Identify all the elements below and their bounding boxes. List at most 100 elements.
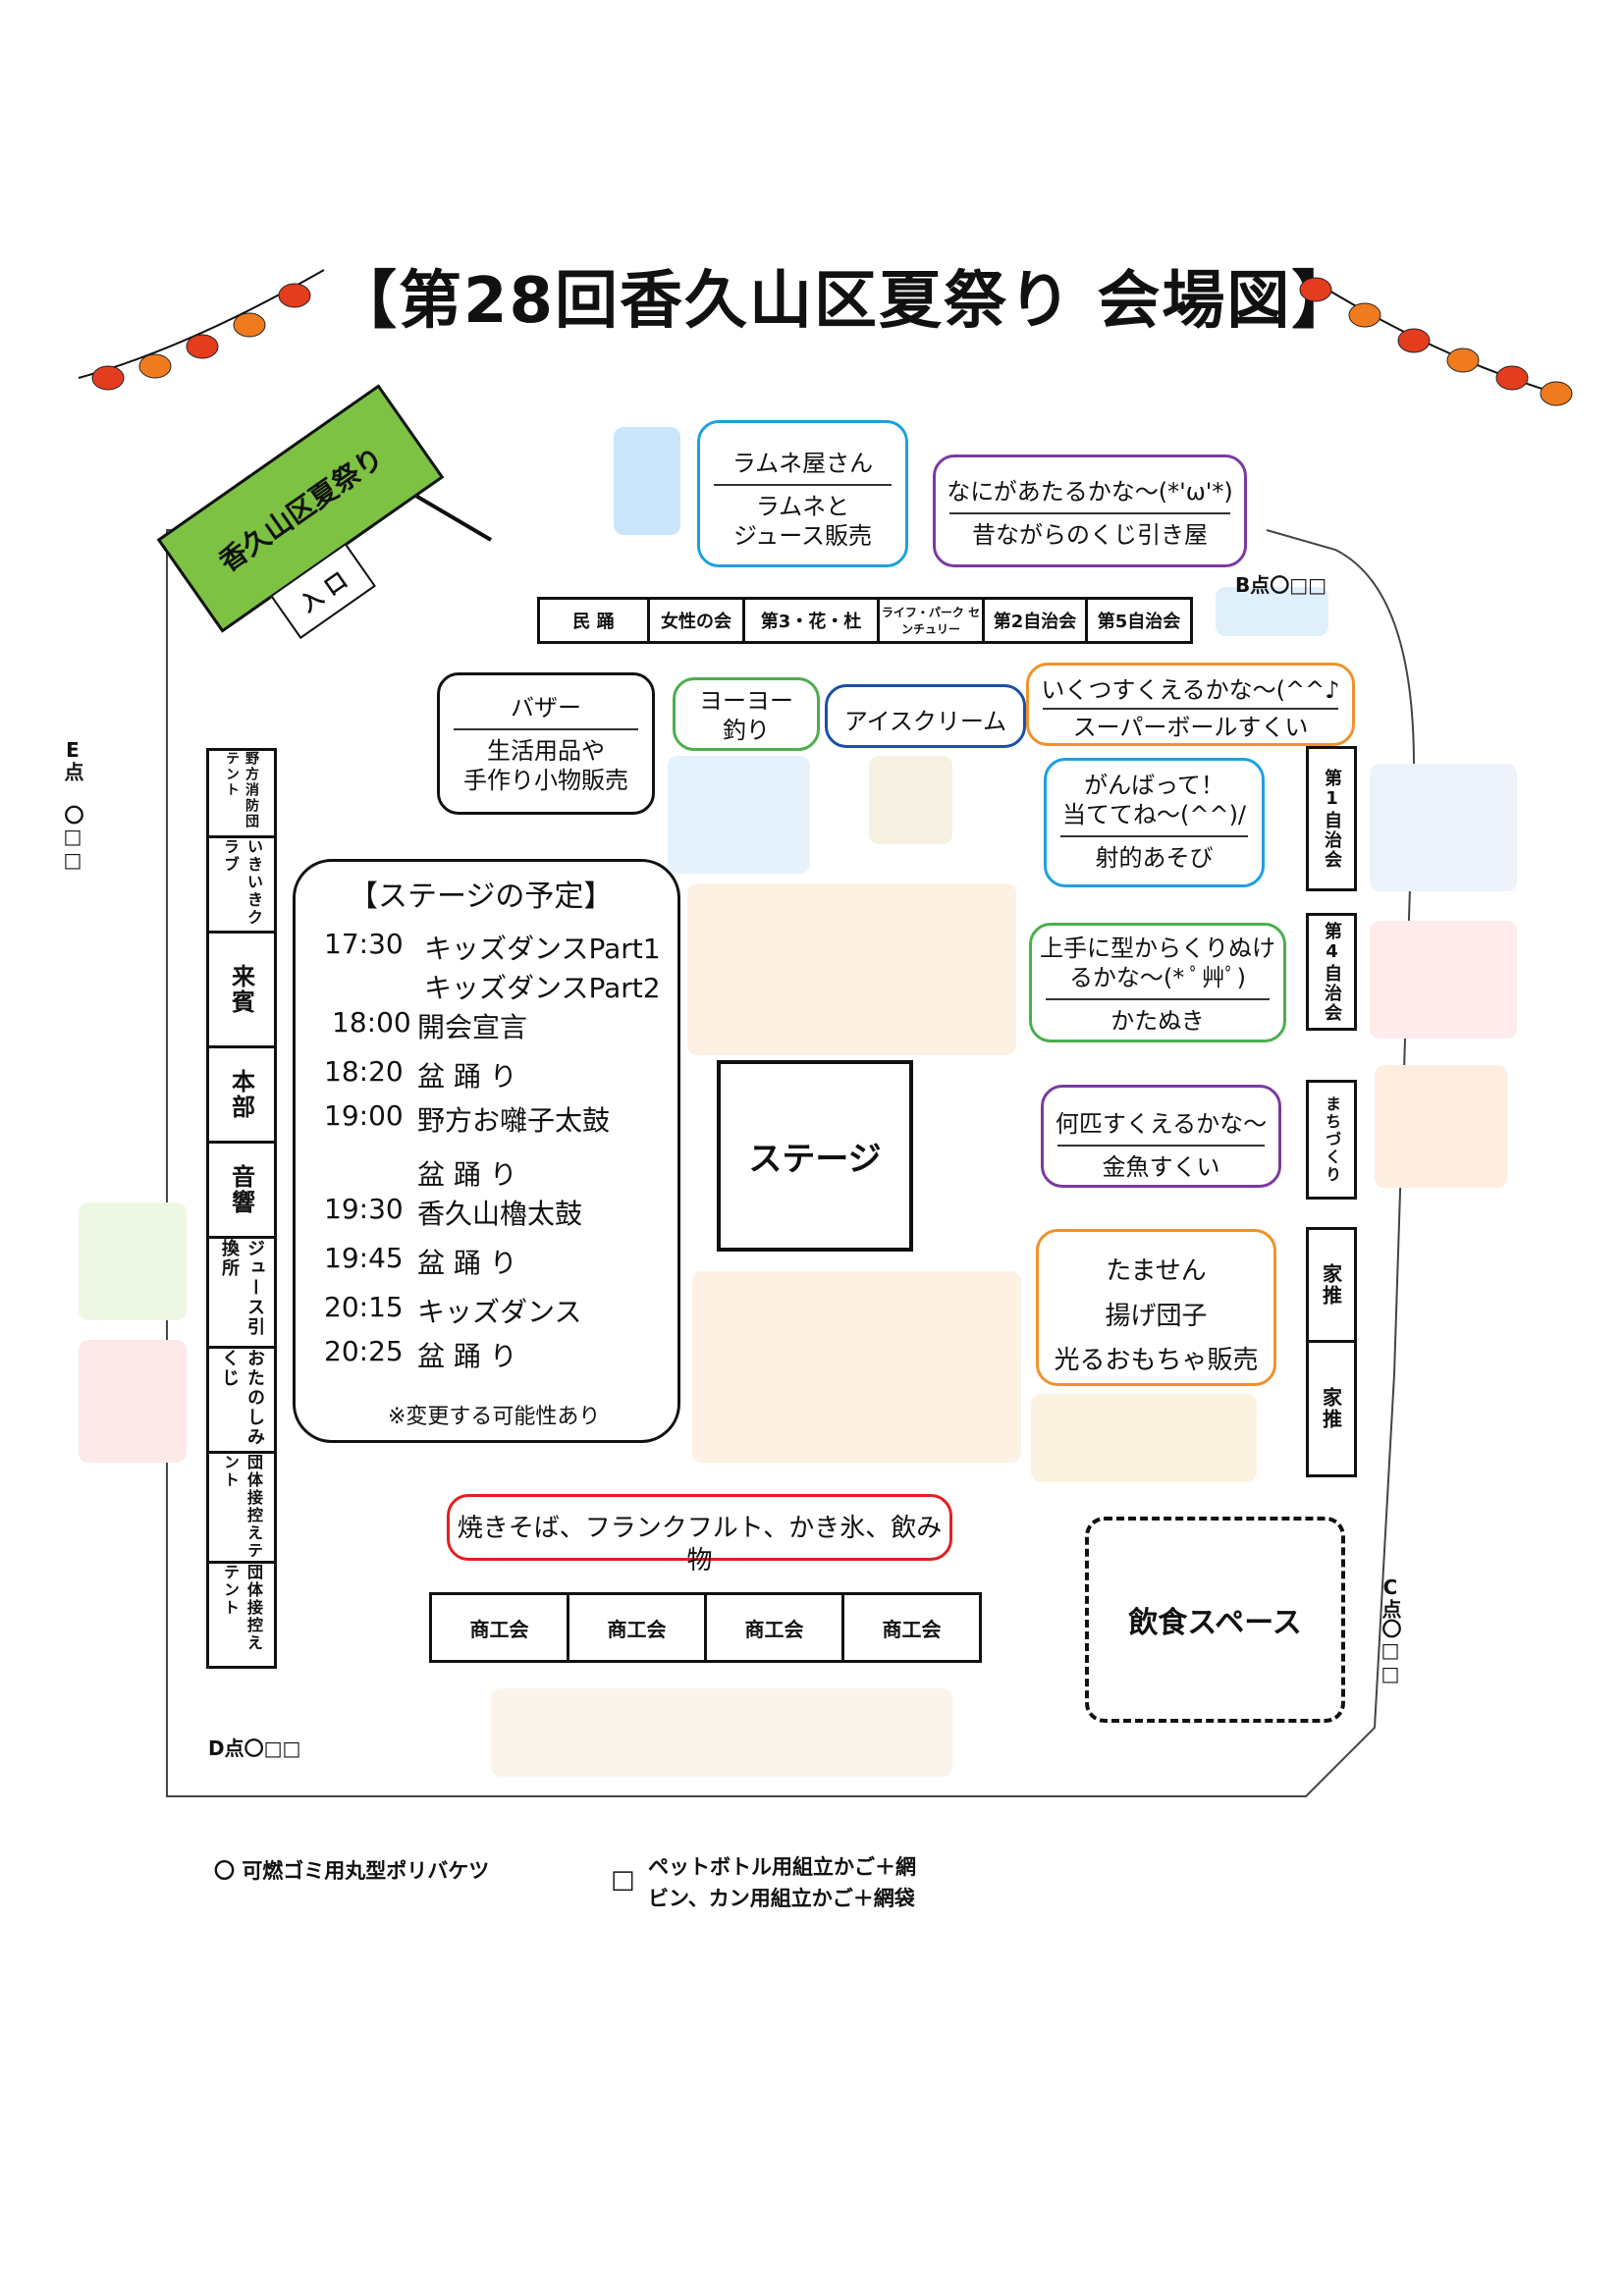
schedule-time: 18:00 [332,1006,411,1039]
booth-dai1[interactable]: 第1自治会 [1306,746,1357,891]
schedule-event: 野方お囃子太鼓 [417,1104,611,1137]
bubble-shateki-body: 射的あそび [1095,844,1214,872]
point-b: B点〇□□ [1235,573,1327,597]
booth-josei[interactable]: 女性の会 [647,597,745,644]
bubble-superball-title: いくつすくえるかな〜(^^♪ [1041,676,1340,704]
bubble-kingyo-title: 何匹すくえるかな〜 [1055,1110,1268,1138]
booth-dantai-1[interactable]: 団体接控えテント [206,1451,277,1564]
booth-juice[interactable]: ジュース引換所 [206,1236,277,1349]
tamasen-icon [1031,1394,1257,1482]
schedule-event: 盆 踊 り [417,1247,517,1279]
schedule-time: 19:30 [324,1193,404,1225]
schedule-event: 盆 踊 り [417,1158,517,1191]
booth-onkyo[interactable]: 音響 [206,1141,277,1239]
schedule-heading: 【ステージの予定】 [349,880,614,914]
schedule-time: 19:00 [324,1099,404,1132]
stage-schedule [293,859,680,1443]
left-booth-column: 野方消防団テント いきいきクラブ 来賓 本部 音響 ジュース引換所 おたのしみく… [206,748,277,1669]
booth-minyo[interactable]: 民 踊 [537,597,650,644]
booth-lifepark[interactable]: ライフ・パーク センチュリー [877,597,985,644]
square-icon: □ [611,1865,635,1895]
bubble-katanuki-body: かたぬき [1110,1007,1205,1035]
bubble-bazaar-body: 生活用品や 手作り小物販売 [463,737,628,794]
bubble-kingyo: 何匹すくえるかな〜 金魚すくい [1041,1085,1281,1188]
schedule-time: 17:30 [324,928,404,960]
bubble-kuji-title: なにがあたるかな〜(*'ω'*) [947,478,1233,506]
bubble-food: 焼きそば、フランクフルト、かき氷、飲み物 [447,1494,952,1575]
legend-square-line2: ビン、カン用組立かご＋網袋 [648,1887,915,1910]
schedule-event: キッズダンスPart2 [424,972,661,1004]
booth-dantai-2[interactable]: 団体接控えテント [206,1561,277,1669]
juice-bottles-icon [79,1202,187,1320]
booth-kasui-1[interactable]: 家推 [1306,1227,1357,1343]
booth-dai4[interactable]: 第4自治会 [1306,913,1357,1031]
booth-shobodan[interactable]: 野方消防団テント [206,748,277,838]
lantern-garland-right-icon [1295,269,1573,406]
booth-ikiiki[interactable]: いきいきクラブ [206,835,277,934]
booth-shokokai-4[interactable]: 商工会 [841,1592,982,1663]
schedule-time: 20:15 [324,1291,404,1323]
bubble-bazaar: バザー 生活用品や 手作り小物販売 [437,672,655,815]
bubble-kuji-body: 昔ながらのくじ引き屋 [972,521,1208,549]
bubble-yoyo: ヨーヨー 釣り [673,677,820,751]
bubble-ramune-body: ラムネと ジュース販売 [732,493,873,550]
point-c: C点〇□□ [1379,1575,1402,1685]
bubble-kingyo-body: 金魚すくい [1102,1153,1220,1181]
schedule-event: 香久山櫓太鼓 [417,1198,583,1230]
stage[interactable]: ステージ [717,1060,913,1252]
booth-shokokai-1[interactable]: 商工会 [429,1592,569,1663]
booth-kasui-2[interactable]: 家推 [1306,1340,1357,1477]
bubble-icecream: アイスクリーム [825,684,1026,748]
bubble-ramune-title: ラムネ屋さん [731,450,874,477]
booth-raihin[interactable]: 来賓 [206,931,277,1048]
eating-space[interactable]: 飲食スペース [1085,1517,1345,1723]
bubble-tamasen: たません 揚げ団子 光るおもちゃ販売 [1036,1229,1276,1386]
booth-dai5[interactable]: 第5自治会 [1085,597,1193,644]
schedule-event: 盆 踊 り [417,1340,517,1372]
point-e: E点 〇□□ [61,738,84,872]
point-d: D点〇□□ [208,1736,301,1760]
booth-honbu[interactable]: 本部 [206,1045,277,1144]
bubble-katanuki: 上手に型からくりぬけるかな〜(* ﾟ艸ﾟ) かたぬき [1029,923,1286,1042]
food-stalls-icon [491,1688,952,1777]
legend-circle: 〇 可燃ゴミ用丸型ポリバケツ [214,1855,489,1885]
bubble-shateki: がんばって！ 当ててね〜(^^)/ 射的あそび [1044,758,1265,887]
page-title: 【第28回香久山区夏祭り 会場図】 [334,265,1357,338]
schedule-time: 19:45 [324,1242,404,1274]
booth-dai2[interactable]: 第2自治会 [982,597,1088,644]
lantern-garland-left-icon [78,269,325,391]
booth-shokokai-2[interactable]: 商工会 [567,1592,707,1663]
booth-machizukuri[interactable]: まちづくり [1306,1080,1357,1200]
schedule-event: キッズダンス [417,1296,582,1328]
superball-icon [1216,587,1328,636]
kingyo-icon [1375,1065,1507,1188]
bubble-ramune: ラムネ屋さん ラムネと ジュース販売 [697,420,908,567]
dancing-kids-top-icon [687,883,1016,1055]
circle-icon: 〇 [214,1859,235,1883]
katanuki-icon [1370,921,1517,1039]
bottom-booth-row: 商工会 商工会 商工会 商工会 [429,1592,982,1663]
top-booth-row: 民 踊 女性の会 第3・花・杜 ライフ・パーク センチュリー 第2自治会 第5自… [537,597,1193,644]
schedule-event: 開会宣言 [417,1011,528,1043]
schedule-event: キッズダンスPart1 [424,933,661,965]
booth-dai3[interactable]: 第3・花・杜 [742,597,880,644]
schedule-event: 盆 踊 り [417,1060,517,1093]
schedule-time: 20:25 [324,1335,404,1367]
shateki-icon [1370,764,1517,891]
bubble-shateki-title: がんばって！ 当ててね〜(^^)/ [1061,772,1247,828]
dancing-kids-bottom-icon [692,1271,1021,1463]
bubble-kuji: なにがあたるかな〜(*'ω'*) 昔ながらのくじ引き屋 [933,454,1247,567]
legend-square-line1: ペットボトル用組立かご＋網 [648,1855,916,1879]
bubble-superball-body: スーパーボールすくい [1072,714,1309,741]
lottery-girl-icon [79,1340,187,1463]
schedule-note: ※変更する可能性あり [388,1405,601,1429]
schedule-time: 18:20 [324,1055,404,1088]
booth-shokokai-3[interactable]: 商工会 [704,1592,844,1663]
bubble-superball: いくつすくえるかな〜(^^♪ スーパーボールすくい [1026,663,1355,746]
bubble-katanuki-title: 上手に型からくりぬけるかな〜(* ﾟ艸ﾟ) [1040,934,1275,991]
icecream-icon [869,756,952,844]
legend-circle-label: 可燃ゴミ用丸型ポリバケツ [242,1859,490,1883]
booth-kuji[interactable]: おたのしみくじ [206,1346,277,1454]
yoyo-fishing-icon [668,756,810,874]
